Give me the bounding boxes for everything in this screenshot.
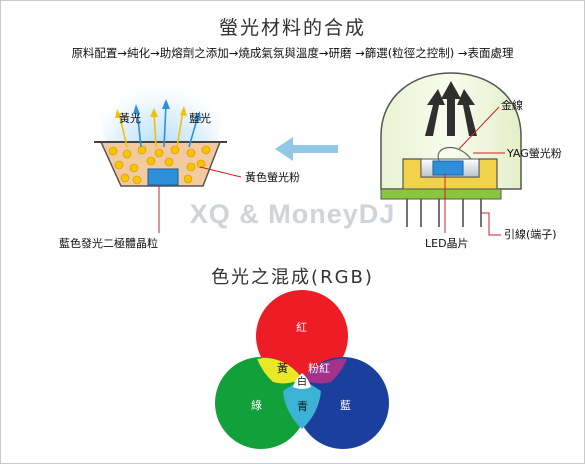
cyan-overlap [283,379,321,429]
light-arrow-center [441,81,461,136]
label-blue-light: 藍光 [189,112,211,125]
label-white: 白 [297,377,307,388]
watermark: XQ & MoneyDJ [189,199,396,229]
process-chain: 原料配置→純化→助熔劑之添加→燒成氣氛與溫度→研磨 →篩選(粒徑之控制) →表面… [71,46,514,60]
phosphor-leader-line [199,166,242,178]
white-center [293,373,311,389]
rgb-venn [215,290,389,449]
blue-led-chip [147,168,179,186]
label-gold-wire: 金線 [501,99,523,112]
label-blue-led-chip: 藍色發光二極體晶粒 [59,237,158,250]
label-yellow-light: 黃光 [119,112,141,125]
lead-leader [481,212,501,236]
label-yellow: 黃 [277,362,288,375]
light-arrow-left [425,89,445,136]
red-circle [256,290,348,382]
label-yellow-phosphor: 黃色螢光粉 [245,171,300,184]
led-chip [432,160,464,176]
magenta-overlap [302,358,347,384]
white-led-lamp [380,72,522,236]
pcb-base [380,188,502,200]
rgb-section-title: 色光之混成(RGB) [211,267,374,288]
label-red: 紅 [296,321,307,334]
direction-arrow [275,137,338,161]
gold-wire-leader [458,106,500,150]
label-magenta: 粉紅 [308,362,330,375]
label-yag-phosphor: YAG螢光粉 [507,147,562,160]
label-led-chip: LED晶片 [425,237,469,250]
label-green: 綠 [251,399,262,412]
label-blue: 藍 [340,399,351,412]
light-arrow-right [457,89,477,136]
label-lead-wire: 引線(端子) [504,228,557,241]
label-cyan: 青 [297,400,308,413]
gold-wire [437,147,472,162]
blue-led-package [94,61,242,233]
phosphor-particles [108,145,211,185]
emission-rays [115,99,201,148]
figure-title: 螢光材料的合成 [218,17,366,39]
